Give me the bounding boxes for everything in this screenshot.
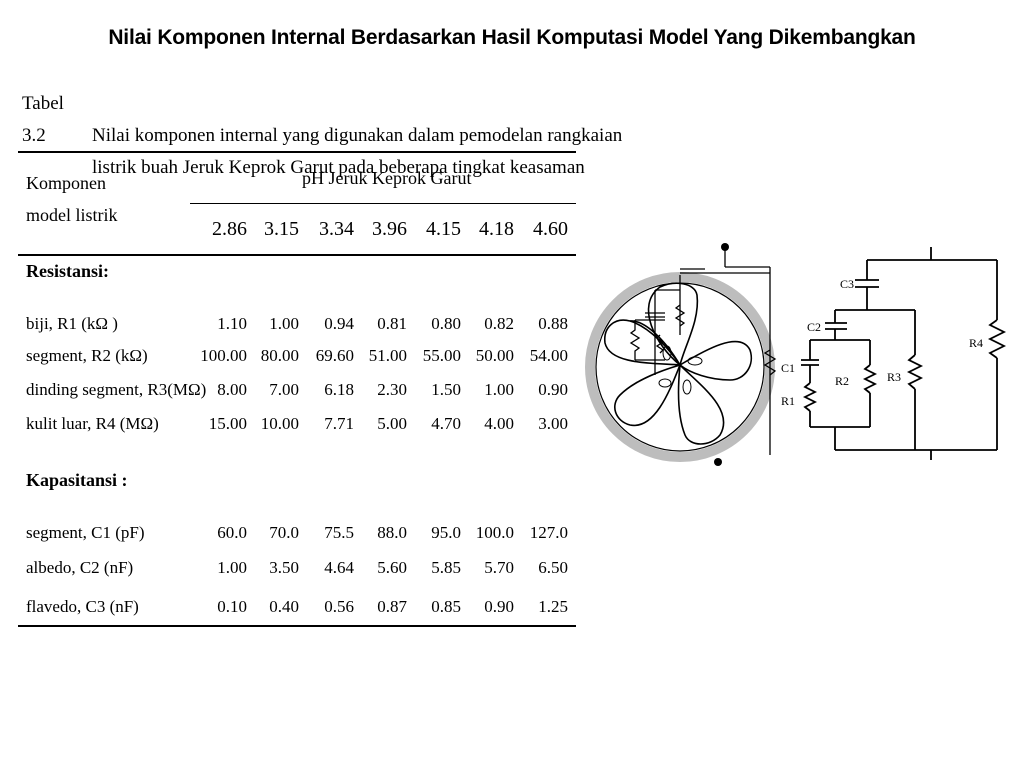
- table-cell: 5.00: [377, 414, 407, 433]
- row-label: dinding segment, R3(MΩ): [26, 380, 207, 399]
- circuit-diagram: C3 C2 C1 R1 R2 R3 R4: [585, 243, 1007, 466]
- ph-value: 4.15: [426, 218, 461, 240]
- caption-label: Tabel 3.2: [22, 93, 64, 146]
- table-cell: 4.70: [431, 414, 461, 433]
- label-c3: C3: [840, 277, 854, 291]
- table-cell: 51.00: [368, 346, 407, 365]
- table-cell: 3.00: [538, 414, 568, 433]
- table-cell: 55.00: [422, 346, 461, 365]
- terminal-top-icon: [721, 243, 729, 251]
- table-cell: 6.50: [538, 558, 568, 577]
- table-rule-top: [18, 151, 576, 153]
- label-c1: C1: [781, 361, 795, 375]
- table-cell: 1.00: [217, 558, 247, 577]
- table-cell: 7.00: [269, 380, 299, 399]
- component-header-line-1: Komponen: [26, 173, 106, 193]
- table-cell: 127.0: [529, 523, 568, 542]
- ph-value: 4.18: [479, 218, 514, 240]
- table-cell: 8.00: [217, 380, 247, 399]
- table-cell: 1.00: [269, 314, 299, 333]
- caption-line-1: Nilai komponen internal yang digunakan d…: [92, 125, 623, 146]
- row-label: segment, R2 (kΩ): [26, 346, 148, 365]
- table-cell: 0.10: [217, 597, 247, 616]
- label-r4: R4: [969, 336, 983, 350]
- table-cell: 6.18: [324, 380, 354, 399]
- table-cell: 7.71: [324, 414, 354, 433]
- row-label: segment, C1 (pF): [26, 523, 145, 542]
- label-r3: R3: [887, 370, 901, 384]
- schematic: [801, 247, 1007, 460]
- table-cell: 69.60: [315, 346, 354, 365]
- table-cell: 0.90: [484, 597, 514, 616]
- table-cell: 50.00: [475, 346, 514, 365]
- table-cell: 75.5: [324, 523, 354, 542]
- table-cell: 95.0: [431, 523, 461, 542]
- table-cell: 54.00: [529, 346, 568, 365]
- row-label: albedo, C2 (nF): [26, 558, 134, 577]
- table-cell: 80.00: [260, 346, 299, 365]
- inner-circuit: [629, 250, 777, 455]
- table-cell: 0.85: [431, 597, 461, 616]
- table-cell: 60.0: [217, 523, 247, 542]
- table-cell: 2.30: [377, 380, 407, 399]
- table-cell: 1.00: [484, 380, 514, 399]
- table-cell: 88.0: [377, 523, 407, 542]
- table-cell: 4.64: [324, 558, 354, 577]
- row-label: flavedo, C3 (nF): [26, 597, 139, 616]
- ph-value: 3.34: [319, 218, 354, 240]
- table-rule-mid: [190, 203, 576, 204]
- terminal-bottom-icon: [714, 458, 722, 466]
- table-cell: 0.90: [538, 380, 568, 399]
- table-cell: 70.0: [269, 523, 299, 542]
- table-cell: 0.88: [538, 314, 568, 333]
- table-cell: 100.0: [475, 523, 514, 542]
- ph-value: 3.96: [372, 218, 407, 240]
- caption-line-2: listrik buah Jeruk Keprok Garut pada beb…: [92, 157, 585, 178]
- label-r1: R1: [781, 394, 795, 408]
- table-cell: 0.40: [269, 597, 299, 616]
- ph-value: 3.15: [264, 218, 299, 240]
- row-label: kulit luar, R4 (MΩ): [26, 414, 159, 433]
- table-cell: 100.00: [200, 346, 247, 365]
- table-cell: 4.00: [484, 414, 514, 433]
- ph-value: 4.60: [533, 218, 568, 240]
- table-cell: 1.50: [431, 380, 461, 399]
- ph-header: pH Jeruk Keprok Garut: [302, 168, 472, 188]
- slide-title: Nilai Komponen Internal Berdasarkan Hasi…: [108, 26, 916, 49]
- component-header-line-2: model listrik: [26, 205, 118, 225]
- table-cell: 5.70: [484, 558, 514, 577]
- table-cell: 0.82: [484, 314, 514, 333]
- table-rule-bottom: [18, 625, 576, 627]
- ph-value: 2.86: [212, 218, 247, 240]
- label-c2: C2: [807, 320, 821, 334]
- table-cell: 0.94: [324, 314, 354, 333]
- section-capacitance: Kapasitansi :: [26, 470, 128, 490]
- table-cell: 0.87: [377, 597, 407, 616]
- table-cell: 5.60: [377, 558, 407, 577]
- table-rule-header: [18, 254, 576, 256]
- table-cell: 10.00: [260, 414, 299, 433]
- table-cell: 3.50: [269, 558, 299, 577]
- table-cell: 1.25: [538, 597, 568, 616]
- table-cell: 15.00: [208, 414, 247, 433]
- table-cell: 0.56: [324, 597, 354, 616]
- section-resistance: Resistansi:: [26, 261, 110, 281]
- table-cell: 5.85: [431, 558, 461, 577]
- label-r2: R2: [835, 374, 849, 388]
- table-cell: 0.81: [377, 314, 407, 333]
- row-label: biji, R1 (kΩ ): [26, 314, 118, 333]
- table-cell: 0.80: [431, 314, 461, 333]
- table-cell: 1.10: [217, 314, 247, 333]
